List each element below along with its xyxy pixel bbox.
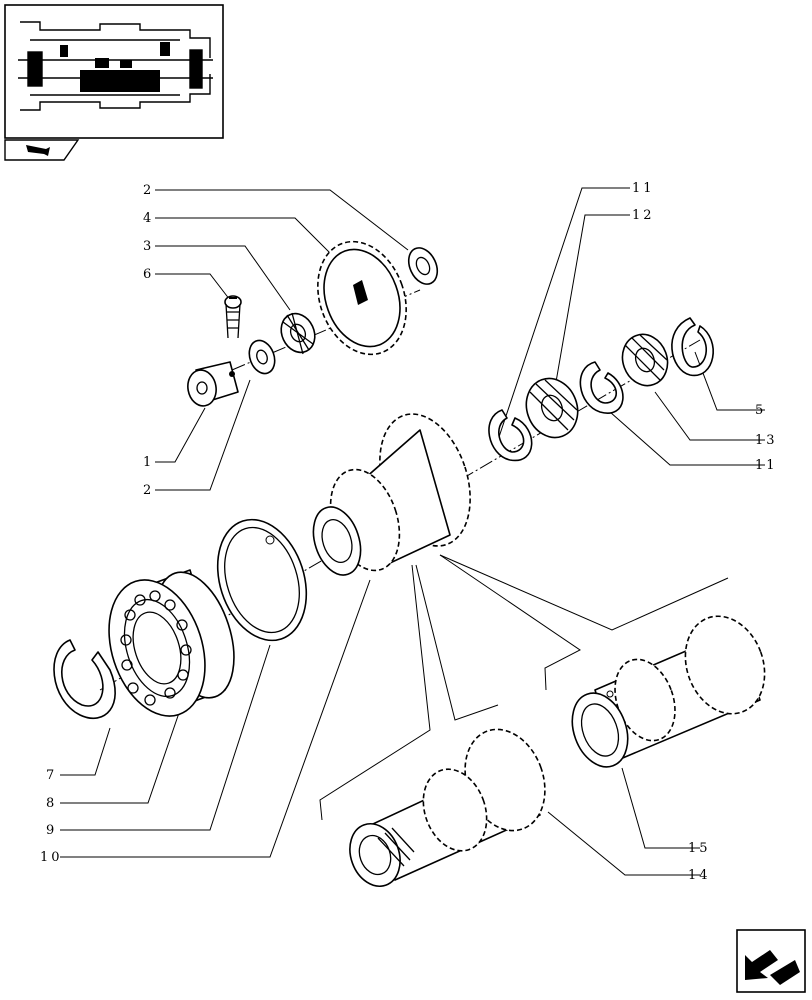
needle-bearing-13 xyxy=(621,333,669,387)
callout-15: 15 xyxy=(688,841,711,856)
callout-4: 4 xyxy=(143,211,154,226)
screw-6 xyxy=(224,295,242,339)
sleeve-15 xyxy=(571,615,766,768)
catalog-arrow-icon[interactable] xyxy=(4,139,80,161)
leader-lines xyxy=(60,187,765,876)
snap-ring-11-right xyxy=(671,317,714,377)
transmission-cross-section-icon[interactable] xyxy=(4,4,224,139)
gear-4 xyxy=(317,240,407,356)
callout-2-bottom: 2 xyxy=(143,483,154,498)
callout-7: 7 xyxy=(46,768,57,783)
snap-ring-11-middle xyxy=(579,361,624,414)
callout-14: 14 xyxy=(688,868,711,883)
callout-9: 9 xyxy=(46,823,57,838)
circlip-7 xyxy=(53,639,116,720)
callout-labels: 2 4 3 6 1 2 11 12 5 13 11 7 8 9 10 15 14 xyxy=(40,181,778,883)
needle-bearing-3 xyxy=(280,312,316,355)
callout-11-top: 11 xyxy=(632,181,655,196)
collar-1 xyxy=(187,361,239,407)
callout-8: 8 xyxy=(46,796,57,811)
callout-13: 13 xyxy=(755,433,778,448)
callout-1: 1 xyxy=(143,455,154,470)
washer-2-bottom xyxy=(248,339,276,375)
callout-5: 5 xyxy=(755,403,766,418)
callout-6: 6 xyxy=(143,267,154,282)
washer-2-top xyxy=(407,247,439,285)
snap-ring-11-left xyxy=(488,409,533,462)
callout-10: 10 xyxy=(40,850,63,865)
gear-cluster-10 xyxy=(312,413,471,576)
callout-2-top: 2 xyxy=(143,183,154,198)
next-page-arrow-icon[interactable] xyxy=(736,929,806,993)
callout-3: 3 xyxy=(143,239,154,254)
needle-bearing-12 xyxy=(525,377,579,439)
splined-shaft-14 xyxy=(349,728,546,887)
callout-12: 12 xyxy=(632,208,655,223)
ball-bearing-8 xyxy=(108,569,235,717)
circlip-9 xyxy=(216,518,308,642)
callout-11-bottom: 11 xyxy=(755,458,778,473)
